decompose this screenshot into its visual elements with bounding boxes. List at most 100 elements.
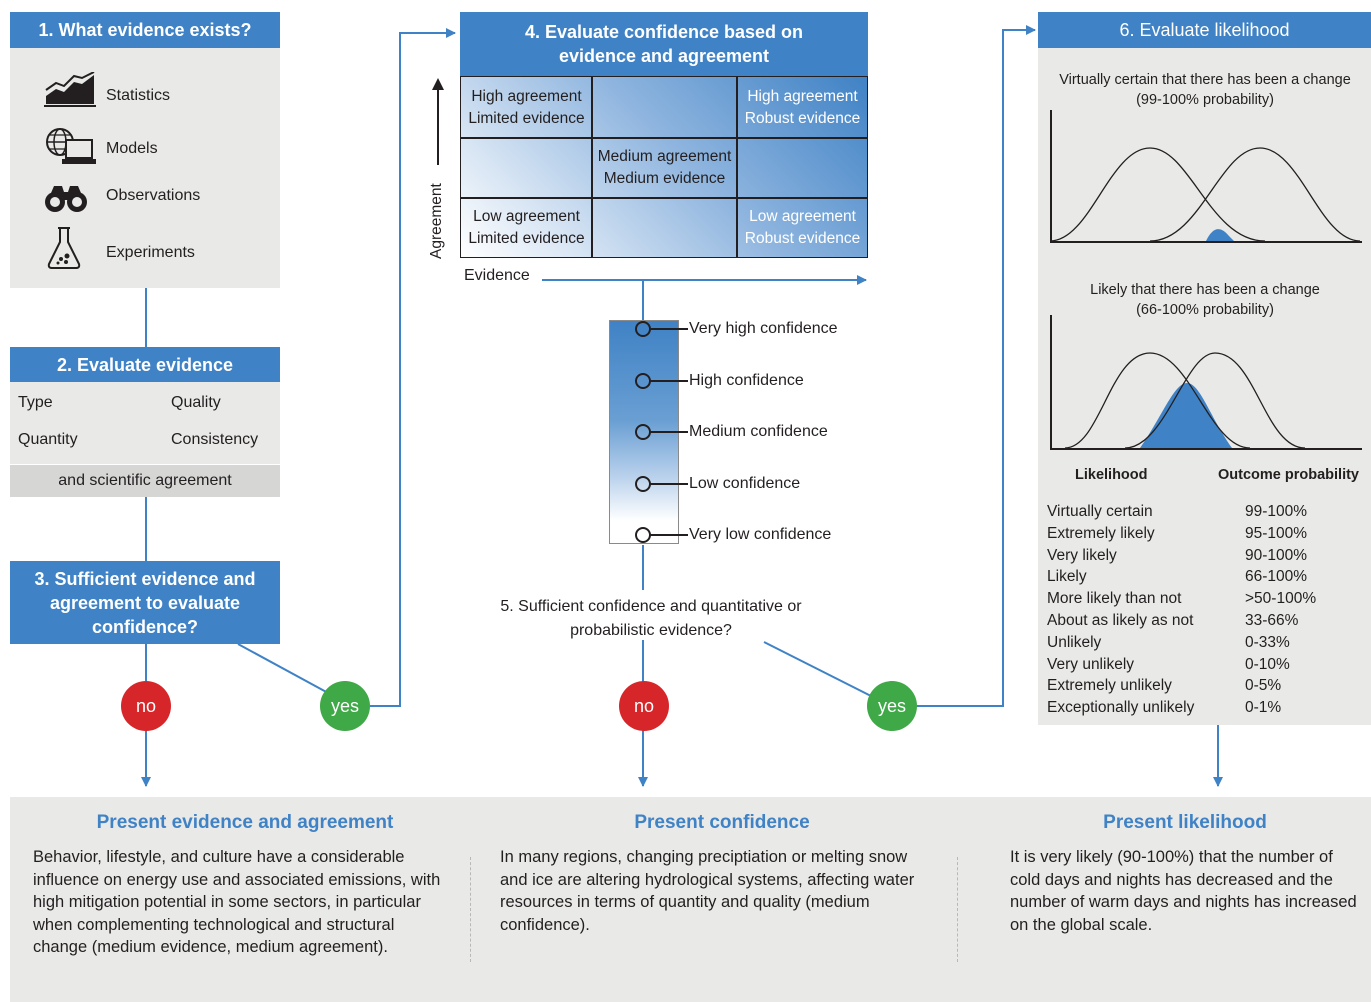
step3-title: 3. Sufficient evidence and agreement to … — [34, 568, 256, 637]
evidence-consistency: Consistency — [171, 431, 259, 448]
present-evidence-title: Present evidence and agreement — [96, 812, 394, 833]
yes-decision-2: yes — [867, 681, 917, 731]
likelihood-row: Unlikely 0-33% — [1047, 632, 1367, 654]
step4-header: 4. Evaluate confidence based on evidence… — [460, 12, 868, 76]
present-confidence-title: Present confidence — [634, 812, 810, 833]
likelihood-row: More likely than not >50-100% — [1047, 588, 1367, 610]
step6-panel — [1038, 48, 1371, 725]
likelihood-term: Extremely unlikely — [1047, 677, 1172, 695]
evidence-quantity: Quantity — [18, 431, 78, 448]
evidence-quality: Quality — [171, 394, 221, 411]
likelihood-row: Extremely unlikely 0-5% — [1047, 675, 1367, 697]
chart-icon — [44, 72, 96, 107]
step1-title: 1. What evidence exists? — [38, 20, 252, 40]
outcome-probability: 0-1% — [1245, 699, 1282, 717]
likelihood-term: Unlikely — [1047, 633, 1102, 651]
likelihood-term: Exceptionally unlikely — [1047, 699, 1195, 717]
cell-line: Low agreement — [473, 208, 580, 225]
step6-title: 6. Evaluate likelihood — [1119, 20, 1290, 40]
experiments-label: Experiments — [106, 244, 195, 261]
cell-line: Medium evidence — [603, 170, 726, 187]
outcome-probability: 99-100% — [1245, 503, 1308, 520]
step2-panel: Type Quality Quantity Consistency — [10, 382, 280, 464]
evidence-type: Type — [18, 394, 53, 411]
outcome-probability-header: Outcome probability — [1218, 467, 1359, 483]
likelihood-term: Virtually certain — [1047, 503, 1153, 520]
low-confidence-label: Low confidence — [689, 475, 801, 492]
outcome-probability: 0-10% — [1245, 655, 1290, 673]
cell-line: Limited evidence — [468, 230, 585, 247]
globe-computer-icon — [46, 128, 96, 164]
step3-header: 3. Sufficient evidence and agreement to … — [10, 561, 280, 644]
scientific-agreement-label: and scientific agreement — [58, 472, 232, 489]
cell-high-agreement-robust-evidence: High agreement Robust evidence — [737, 77, 868, 138]
present-panel — [10, 797, 1371, 1002]
likelihood-row: Likely 66-100% — [1047, 566, 1367, 588]
outcome-probability: 95-100% — [1245, 524, 1308, 542]
evidence-axis-label: Evidence — [464, 267, 530, 284]
cell-line: Robust evidence — [744, 230, 861, 247]
yes-label: yes — [877, 695, 906, 716]
present-likelihood-title: Present likelihood — [1103, 812, 1267, 833]
caption-line: Likely that there has been a change — [1090, 282, 1320, 298]
curve1-caption: Virtually certain that there has been a … — [1040, 70, 1370, 110]
cell-line: Low agreement — [749, 208, 856, 225]
likelihood-term: More likely than not — [1047, 590, 1182, 608]
yes-decision-1: yes — [320, 681, 370, 731]
caption-line: (99-100% probability) — [1136, 92, 1274, 108]
statistics-label: Statistics — [106, 87, 171, 104]
cell-medium-agreement-medium-evidence: Medium agreement Medium evidence — [592, 138, 737, 198]
curve2-caption: Likely that there has been a change (66-… — [1040, 280, 1370, 320]
likelihood-row: About as likely as not 33-66% — [1047, 610, 1367, 632]
cell-line: Medium agreement — [597, 148, 732, 165]
step5-question: 5. Sufficient confidence and quantitativ… — [500, 598, 802, 639]
divider — [470, 857, 471, 962]
flask-icon — [47, 227, 81, 269]
models-label: Models — [106, 140, 158, 157]
caption-line: (66-100% probability) — [1136, 302, 1274, 318]
outcome-probability: >50-100% — [1245, 590, 1317, 608]
outcome-probability: 0-33% — [1245, 633, 1290, 651]
confidence-matrix: High agreement Limited evidence High agr… — [460, 76, 868, 258]
agreement-axis-label: Agreement — [428, 183, 445, 259]
likelihood-term: Very unlikely — [1047, 655, 1135, 673]
confidence-scale-markers — [635, 321, 688, 543]
likelihood-row: Very likely 90-100% — [1047, 545, 1367, 567]
cell-low-agreement-limited-evidence: Low agreement Limited evidence — [461, 198, 592, 258]
step6-header: 6. Evaluate likelihood — [1038, 12, 1371, 48]
likelihood-term: Very likely — [1047, 546, 1117, 564]
divider — [957, 857, 958, 962]
step1-panel: Statistics Models Observations Experimen… — [10, 48, 280, 288]
outcome-probability: 66-100% — [1245, 568, 1308, 586]
likelihood-row: Exceptionally unlikely 0-1% — [1047, 697, 1367, 719]
yes-label: yes — [330, 695, 359, 716]
likelihood-header: Likelihood — [1075, 467, 1148, 483]
distribution-plot-virtually-certain — [1050, 110, 1362, 243]
likelihood-term: About as likely as not — [1047, 612, 1194, 629]
step4-title: 4. Evaluate confidence based on evidence… — [524, 22, 804, 66]
cell-high-agreement-limited-evidence: High agreement Limited evidence — [461, 77, 592, 138]
step2-title: 2. Evaluate evidence — [56, 354, 234, 375]
outcome-probability: 33-66% — [1245, 612, 1299, 629]
likelihood-row: Virtually certain 99-100% — [1047, 501, 1367, 523]
no-label: no — [633, 695, 655, 716]
binoculars-icon — [45, 186, 87, 212]
cell-line: Limited evidence — [468, 109, 585, 127]
step1-header: 1. What evidence exists? — [10, 12, 280, 48]
very-high-confidence-label: Very high confidence — [689, 320, 838, 337]
cell-low-agreement-robust-evidence: Low agreement Robust evidence — [737, 198, 868, 258]
likelihood-row: Very unlikely 0-10% — [1047, 654, 1367, 676]
cell-line: High agreement — [747, 87, 858, 105]
no-label: no — [135, 695, 157, 716]
high-confidence-label: High confidence — [689, 372, 804, 389]
present-likelihood-body: It is very likely (90-100%) that the num… — [1010, 848, 1357, 934]
outcome-probability: 90-100% — [1245, 546, 1308, 564]
outcome-probability: 0-5% — [1245, 677, 1282, 695]
present-confidence-body: In many regions, changing preciptiation … — [500, 848, 915, 934]
present-evidence-body: Behavior, lifestyle, and culture have a … — [33, 848, 441, 956]
likelihood-term: Likely — [1047, 568, 1087, 586]
distribution-plot-likely — [1050, 315, 1362, 450]
cell-line: High agreement — [471, 87, 582, 105]
